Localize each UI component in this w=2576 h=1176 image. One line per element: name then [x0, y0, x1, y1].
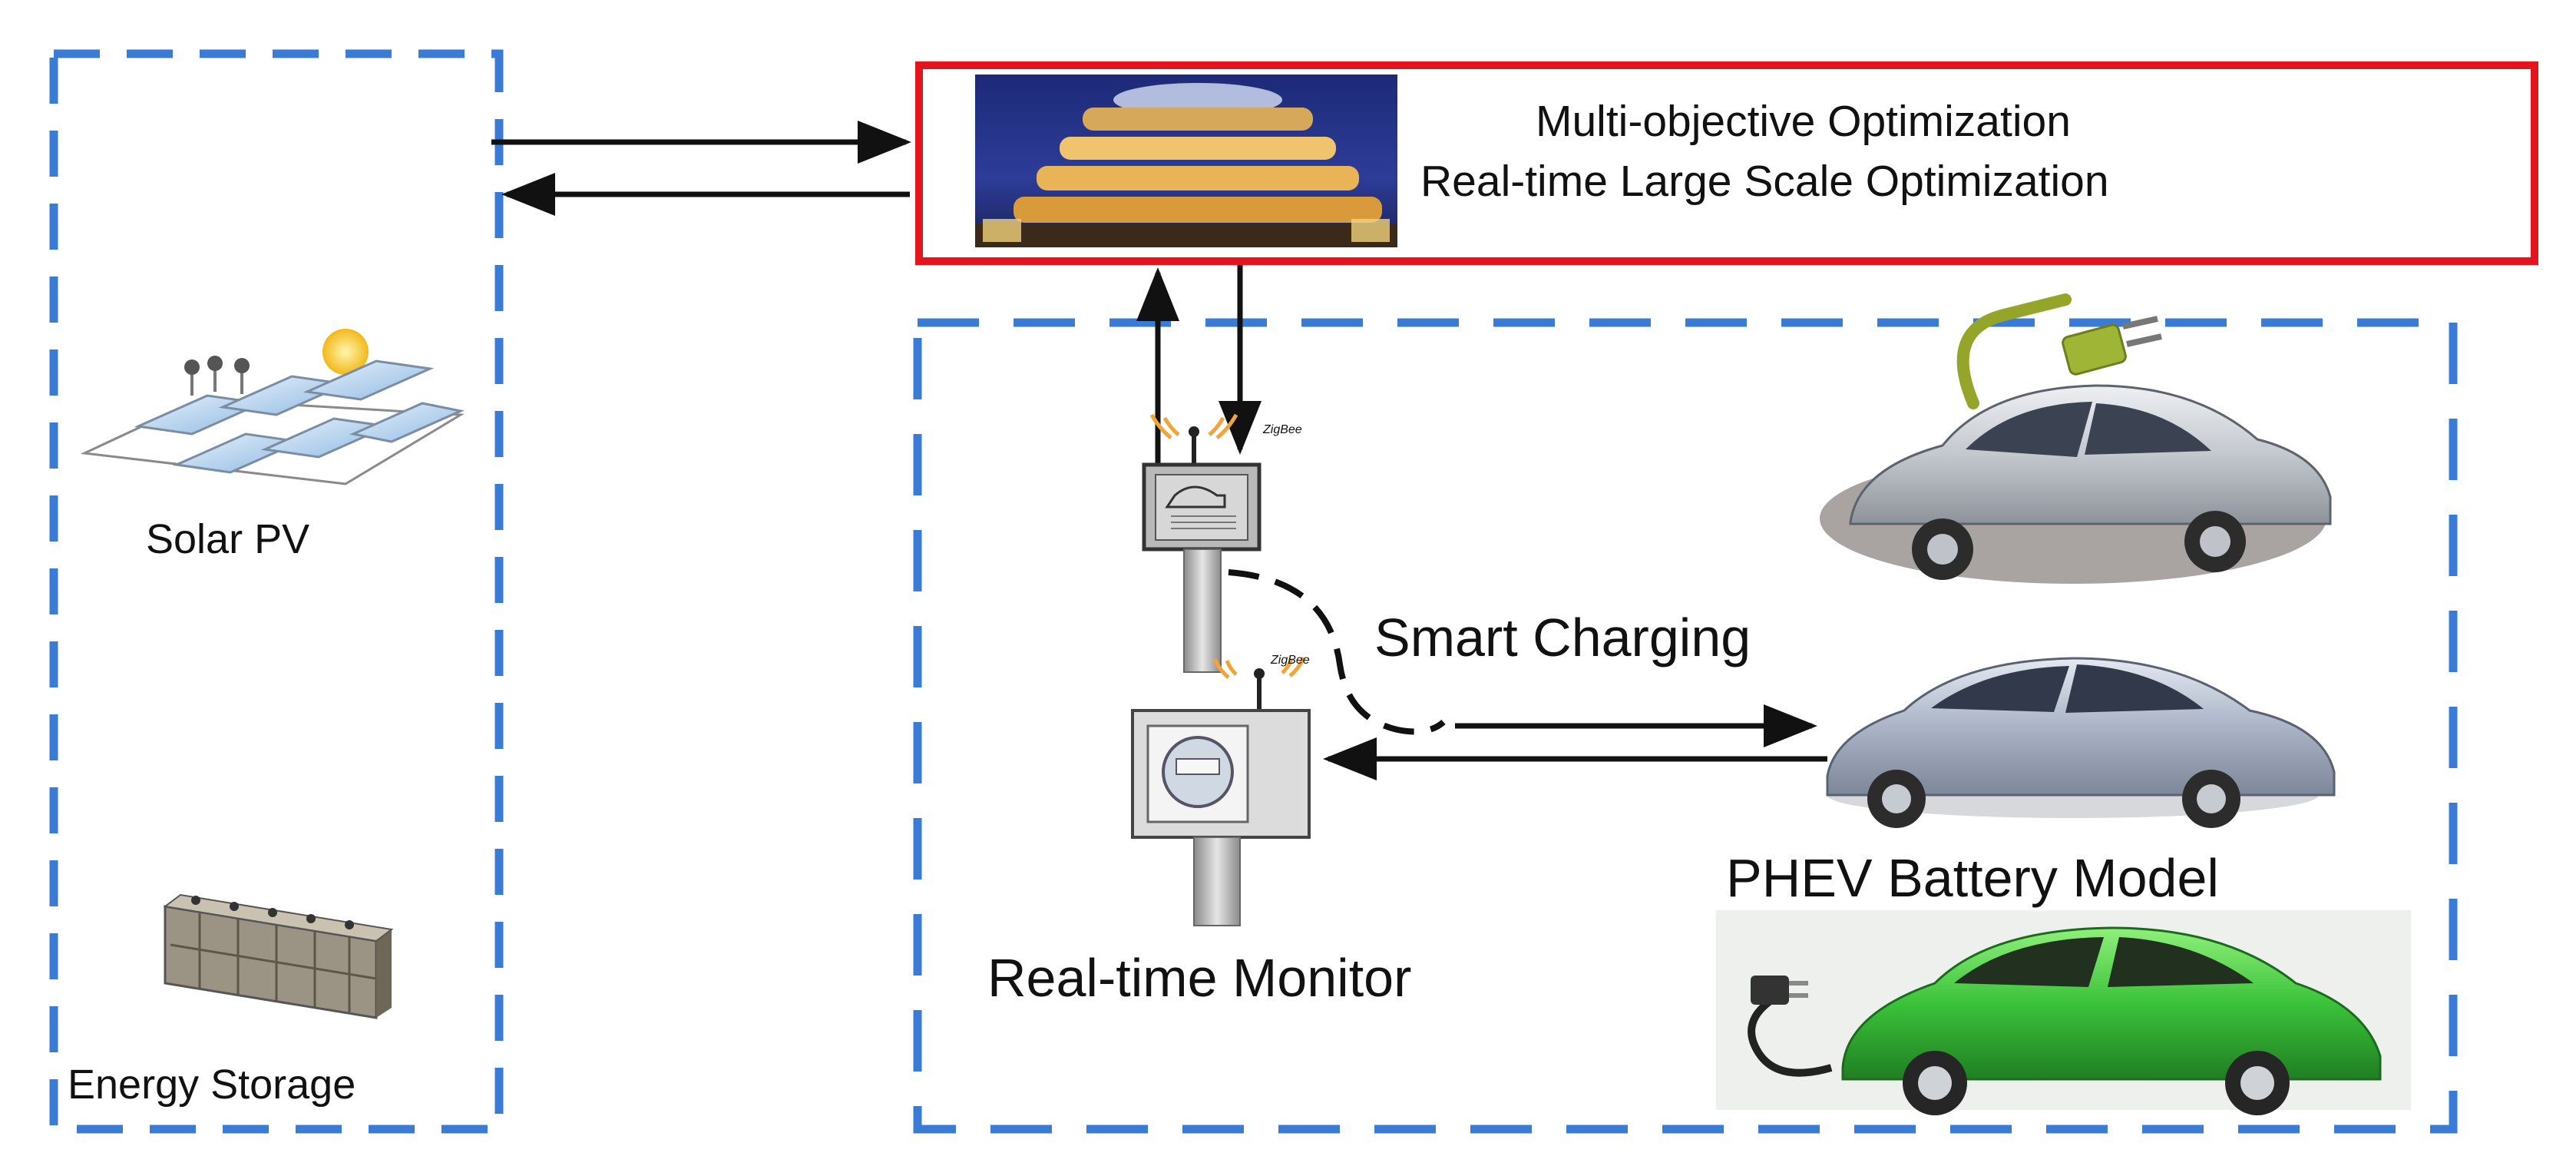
real-time-monitor-label: Real-time Monitor	[987, 948, 1412, 1008]
right-dashed-box	[913, 318, 2458, 1134]
solar-pv-label: Solar PV	[146, 516, 310, 562]
building-photo	[975, 75, 1397, 247]
car-icon	[1716, 910, 2411, 1115]
zigbee-label-station: ZigBee	[1263, 423, 1302, 436]
plug-icon	[1751, 976, 1808, 1005]
smart-charging-dashed-curve	[1228, 569, 1446, 735]
smart-charging-label: Smart Charging	[1374, 608, 1751, 668]
zigbee-label-meter: ZigBee	[1271, 654, 1310, 667]
left-dashed-box	[49, 49, 504, 1134]
optimization-title-line-2: Real-time Large Scale Optimization	[1420, 157, 2109, 206]
plug-icon	[2062, 316, 2162, 376]
car-icon	[1820, 293, 2332, 584]
solar-panel-icon	[80, 329, 465, 485]
phev-battery-model-label: PHEV Battery Model	[1726, 848, 2219, 908]
smart-meter-icon	[1131, 656, 1311, 926]
car-icon	[1826, 657, 2336, 828]
energy-storage-label: Energy Storage	[68, 1062, 356, 1108]
charging-station-icon	[1142, 413, 1262, 673]
battery-bank-icon	[163, 893, 394, 1019]
optimization-title-line-1: Multi-objective Optimization	[1536, 97, 2071, 146]
